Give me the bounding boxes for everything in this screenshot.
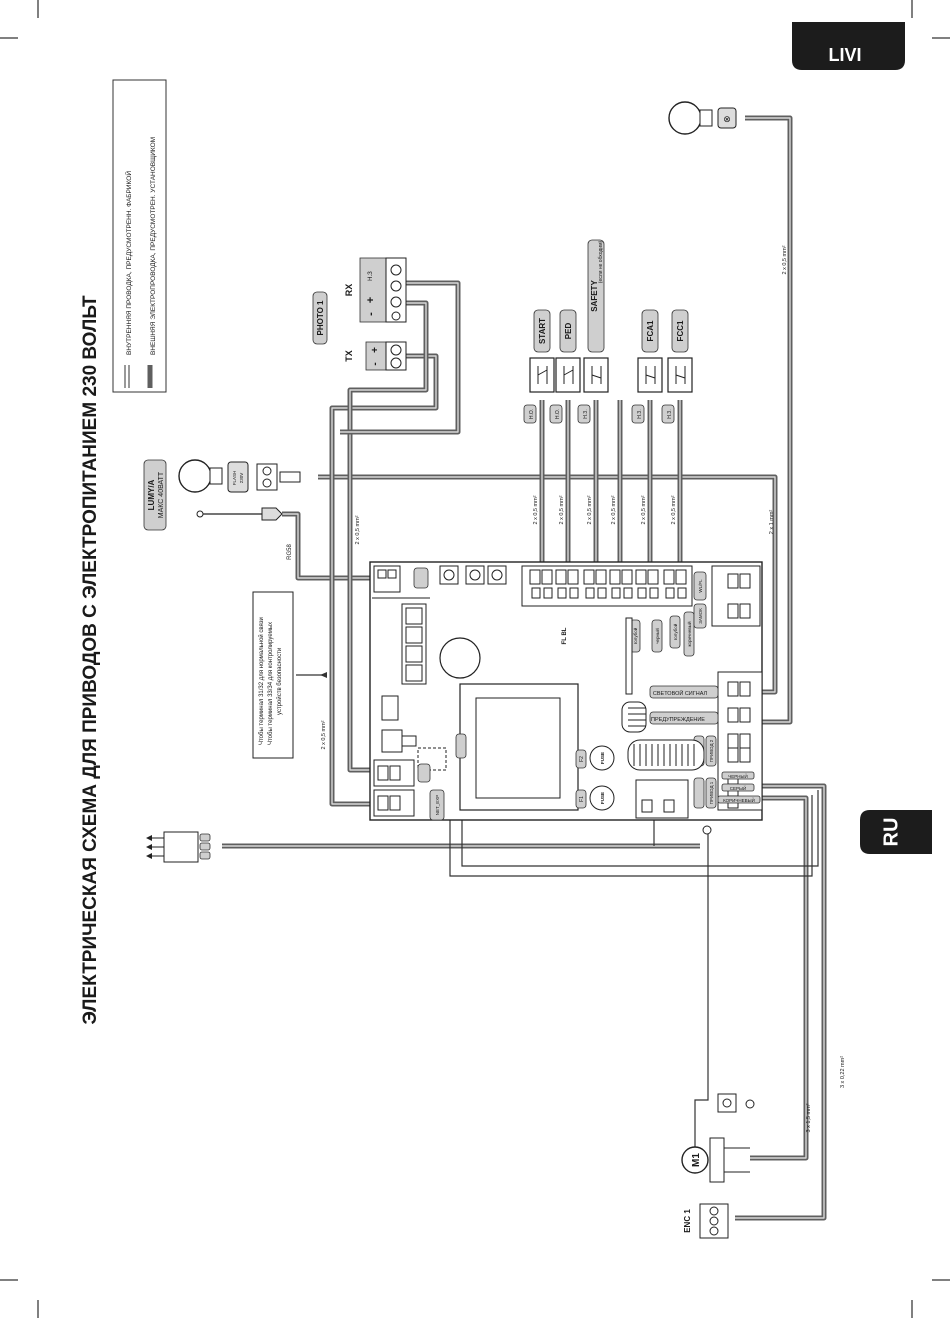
black-wire-label: ЧЕРНЫЙ [728,772,747,779]
wire-color-tags: голубой черный голубой коричневый [625,611,695,695]
start-label: START [538,318,547,344]
lumy-power: МАКС 40ВАТТ [158,471,165,518]
fuses: F1 F2 FUSE FUSE [575,745,615,811]
legend-internal-label: ВНУТРЕННЯЯ ПРОВОДКА, ПРЕДУСМОТРЕНН. ФАБР… [124,171,133,355]
language-label: RU [880,818,902,847]
wire-color-label: коричневый [686,621,692,646]
top-lamp: ⊗ [668,101,737,135]
language-tab [860,810,932,854]
antenna: RG58 [196,507,293,560]
lumy-bulb-icon [178,459,212,493]
buzzer-icon [439,637,481,679]
brand-tab [792,22,905,70]
svg-text:-: - [370,362,381,365]
external-wiring [222,115,827,1221]
legend: ВНУТРЕННЯЯ ПРОВОДКА, ПРЕДУСМОТРЕНН. ФАБР… [112,79,167,393]
cable-label: 2 x 0,5 mm² [559,495,565,524]
start-contact: Н.О. [529,409,535,419]
flash-voltage: 230V [239,473,244,484]
fuse-label: FUSE [600,752,605,764]
note-box: Чтобы терминал 31/32 для нормальной связ… [252,591,294,759]
lamp-bulb-icon [668,101,702,135]
fcc1-label: FCC1 [676,320,685,341]
note-line: Чтобы терминал 31/32 для нормальной связ… [258,617,265,745]
ped-label: PED [564,323,573,340]
safety-label: SAFETY [590,280,599,312]
grey-wire-label: СЕРЫЙ [730,784,746,791]
legend-external-label: ВНЕШНЯЯ ЭЛЕКТРОПРОВОДКА, ПРЕДУСМОТРЕН. У… [150,137,157,355]
fca1-contact: Н.З. [637,409,643,418]
rg58-label: RG58 [287,544,293,560]
control-board: NET_EXP FL BL голубой черный голуб [369,561,763,821]
cable-label: 2 x 0,5 mm² [321,720,327,749]
drive2-label: ПРИВОД 2 [709,739,714,762]
svg-text:-: - [365,312,377,316]
motor-label: M1 [691,1153,702,1167]
photo-device: PHOTO 1 Н.З + - RX + - TX [312,257,407,371]
tx-label: TX [344,350,354,362]
wl-label: WL/FL [698,579,703,593]
cable-label: 2 x 0,5 mm² [587,495,593,524]
motor: M1 [681,1093,755,1183]
cable-label: 2 x 0,5 mm² [782,245,788,274]
mains-plug [146,825,712,863]
svg-text:+: + [370,347,381,353]
wire-color-label: голубой [632,627,638,644]
motor-icon [681,1146,709,1174]
cable-label: 2 x 0,5 mm² [671,495,677,524]
lumy-device: LUMY/A МАКС 40ВАТТ FLASH 230V [143,459,301,531]
ped-contact: Н.О. [555,409,561,419]
fcc1-contact: Н.З. [667,409,673,418]
f2-label: F2 [579,756,585,762]
note-line: Чтобы терминал 33/34 для контролируемых [268,622,274,745]
rx-nc-label: Н.З [368,271,374,281]
cable-label: 2 x 0,5 mm² [641,495,647,524]
seven-segment-display [401,603,427,685]
cable-label: 2 x 1 mm² [769,510,775,535]
page-title: ЭЛЕКТРИЧЕСКАЯ СХЕМА ДЛЯ ПРИВОДОВ С ЭЛЕКТ… [80,295,101,1025]
motor-cable-label: 3 x 1,5 mm² [806,1103,812,1132]
drive1-label: ПРИВОД 1 [709,781,714,804]
note-line: устройств безопасности [276,648,283,715]
svg-text:+: + [365,297,377,303]
flash-label: FLASH [232,471,237,486]
cable-label: 2 x 0,5 mm² [611,495,617,524]
lock-label: ЗАМОК [698,608,703,624]
input-switches: START Н.О. PED Н.О. SAFETY (если не обхо… [523,239,693,424]
net-exp-label: NET_EXP [435,795,440,816]
warning-label: ПРЕДУПРЕЖДЕНИЕ [651,717,705,723]
brown-wire-label: КОРИЧНЕВЫЙ [723,796,755,803]
lumy-name: LUMY/A [147,479,156,510]
f1-label: F1 [579,796,585,802]
rx-label: RX [344,284,354,297]
wire-color-label: черный [654,628,660,644]
cable-label: 2 x 0,5 mm² [355,515,361,544]
photo-label: PHOTO 1 [316,300,325,336]
fca1-label: FCA1 [646,320,655,341]
encoder-cable-label: 3 x 0,22 mm² [840,1056,846,1088]
brand-logo: LIVI [828,45,861,65]
wire-color-label: голубой [672,623,678,640]
safety-sub-label: (если не обходим) [598,240,604,283]
encoder: ENC 1 [683,1203,729,1239]
cable-label: 2 x 0,5 mm² [533,495,539,524]
svg-text:⊗: ⊗ [723,114,731,124]
fuse-label: FUSE [600,792,605,804]
fl-bl-label: FL BL [562,627,568,644]
light-signal-label: СВЕТОВОЙ СИГНАЛ [653,689,708,697]
cable-labels: 2 x 0,5 mm² 2 x 0,5 mm² 2 x 0,5 mm² 2 x … [321,245,846,1132]
safety-contact: Н.З. [583,409,589,418]
encoder-label: ENC 1 [683,1209,692,1233]
